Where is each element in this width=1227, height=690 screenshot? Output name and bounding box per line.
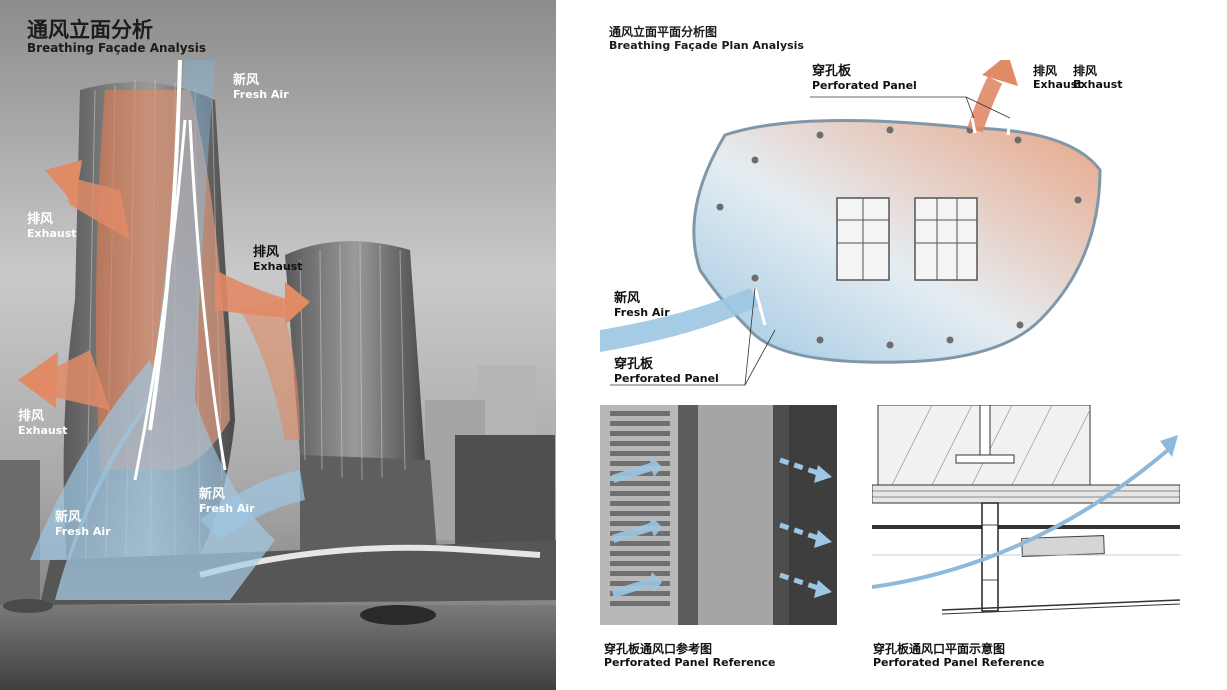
section-caption-en: Perforated Panel Reference: [873, 655, 1045, 669]
label-zh: 排风: [27, 212, 54, 227]
label-en: Fresh Air: [55, 524, 111, 538]
label-zh: 新风: [199, 487, 226, 502]
plan-title-en: Breathing Façade Plan Analysis: [609, 38, 804, 52]
elevation-title: 通风立面分析 Breathing Façade Analysis: [27, 18, 206, 56]
photo-caption: 穿孔板通风口参考图 Perforated Panel Reference: [604, 642, 776, 669]
floor-plan-diagram: [600, 60, 1102, 386]
label-en: Fresh Air: [614, 305, 670, 319]
plan-title: 通风立面平面分析图 Breathing Façade Plan Analysis: [609, 25, 804, 52]
label-en: Perforated Panel: [812, 78, 917, 92]
plan-label-perforated-panel-top: 穿孔板 Perforated Panel: [812, 64, 917, 93]
plan-label-exhaust-1: 排风 Exhaust: [1033, 64, 1083, 91]
elevation-label-fresh-air-top: 新风 Fresh Air: [233, 73, 289, 102]
label-en: Exhaust: [1073, 77, 1123, 91]
section-caption: 穿孔板通风口平面示意图 Perforated Panel Reference: [873, 642, 1045, 669]
label-zh: 新风: [55, 510, 82, 525]
photo-caption-zh: 穿孔板通风口参考图: [604, 642, 713, 656]
elevation-label-fresh-air-middle: 新风 Fresh Air: [199, 487, 255, 516]
photo-caption-en: Perforated Panel Reference: [604, 655, 776, 669]
label-zh: 排风: [253, 245, 280, 260]
perforated-panel-photo: [600, 405, 837, 625]
plan-title-zh: 通风立面平面分析图: [609, 25, 718, 39]
elevation-label-exhaust-right: 排风 Exhaust: [253, 245, 303, 274]
section-caption-zh: 穿孔板通风口平面示意图: [873, 642, 1006, 656]
elevation-render: [0, 0, 556, 690]
label-zh: 排风: [18, 409, 45, 424]
label-zh: 新风: [233, 73, 260, 88]
plan-label-fresh-air: 新风 Fresh Air: [614, 291, 670, 320]
elevation-label-exhaust-left-bottom: 排风 Exhaust: [18, 409, 68, 438]
label-en: Exhaust: [18, 423, 68, 437]
elevation-title-en: Breathing Façade Analysis: [27, 41, 206, 56]
elevation-title-zh: 通风立面分析: [27, 18, 153, 42]
label-en: Fresh Air: [233, 87, 289, 101]
elevation-label-exhaust-left-top: 排风 Exhaust: [27, 212, 77, 241]
label-zh: 穿孔板: [812, 64, 852, 79]
label-zh: 排风: [1073, 64, 1098, 78]
label-en: Exhaust: [27, 226, 77, 240]
label-zh: 排风: [1033, 64, 1058, 78]
label-en: Exhaust: [1033, 77, 1083, 91]
plan-label-perforated-panel-bottom: 穿孔板 Perforated Panel: [614, 357, 719, 386]
label-zh: 穿孔板: [614, 357, 654, 372]
label-zh: 新风: [614, 291, 641, 306]
label-en: Exhaust: [253, 259, 303, 273]
plan-label-exhaust-2: 排风 Exhaust: [1073, 64, 1123, 91]
elevation-label-fresh-air-bottom: 新风 Fresh Air: [55, 510, 111, 539]
perforated-panel-section-drawing: [872, 405, 1180, 620]
label-en: Perforated Panel: [614, 371, 719, 385]
label-en: Fresh Air: [199, 501, 255, 515]
